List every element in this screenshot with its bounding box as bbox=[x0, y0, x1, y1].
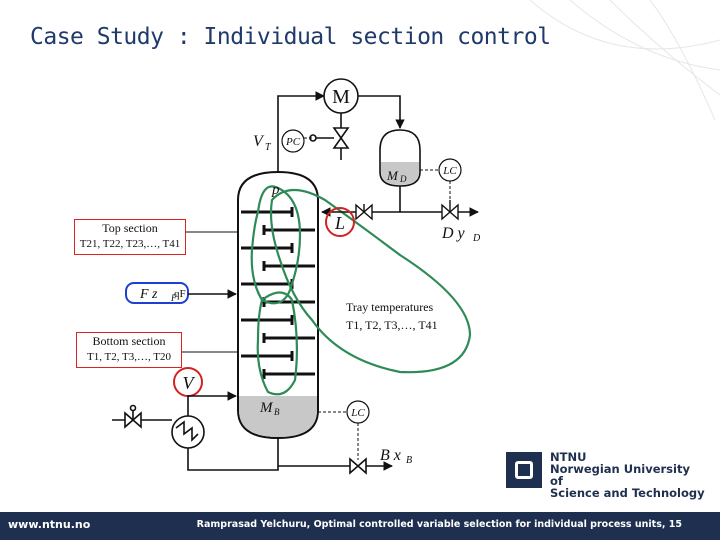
svg-text:L: L bbox=[334, 213, 345, 233]
distillate-valve bbox=[441, 200, 459, 221]
footer-citation: Ramprasad Yelchuru, Optimal controlled v… bbox=[196, 519, 682, 530]
condenser: M bbox=[323, 78, 359, 114]
tray-title: Tray temperatures bbox=[346, 300, 434, 314]
ntnu-logo: NTNU Norwegian University of Science and… bbox=[506, 450, 706, 500]
reflux-l-indicator: L bbox=[325, 207, 355, 237]
ntnu-logo-mark bbox=[506, 452, 542, 488]
top-section-box: Top section T21, T22, T23,…, T41 bbox=[74, 219, 186, 255]
top-section-temps: T21, T22, T23,…, T41 bbox=[79, 238, 181, 250]
feed-qf-box: qF bbox=[174, 288, 186, 300]
md-sub: D bbox=[399, 174, 407, 184]
coolant-line bbox=[309, 113, 350, 160]
reboiler bbox=[112, 391, 279, 471]
bottom-liquid bbox=[239, 396, 317, 437]
condensate-line bbox=[358, 95, 405, 129]
svg-text:LC: LC bbox=[350, 407, 365, 419]
bottom-section-box: Bottom section T1, T2, T3,…, T20 bbox=[76, 332, 182, 368]
md-label: M bbox=[386, 168, 399, 183]
svg-text:V: V bbox=[253, 133, 265, 150]
tray-temperatures-label: Tray temperatures T1, T2, T3,…, T41 bbox=[346, 298, 438, 334]
column-shell bbox=[237, 170, 319, 440]
bottom-section-loop bbox=[256, 291, 298, 396]
footer-bar: www.ntnu.no Ramprasad Yelchuru, Optimal … bbox=[0, 512, 720, 540]
level-controller-top: LC bbox=[420, 158, 462, 200]
reflux-valve bbox=[355, 203, 373, 221]
top-section-title: Top section bbox=[102, 221, 158, 235]
vt-label: V T bbox=[253, 133, 272, 153]
distillate-label: D y D bbox=[441, 225, 481, 244]
boilup-v-indicator: V bbox=[173, 367, 203, 397]
bottom-section-title: Bottom section bbox=[92, 334, 166, 348]
ntnu-logo-text: NTNU Norwegian University of Science and… bbox=[550, 450, 705, 500]
svg-text:D: D bbox=[472, 233, 481, 244]
page-title: Case Study : Individual section control bbox=[30, 24, 551, 50]
condenser-label: M bbox=[332, 86, 350, 108]
pressure-label: p bbox=[271, 182, 280, 198]
feed: F z F qF bbox=[125, 282, 237, 304]
svg-text:F: F bbox=[170, 293, 177, 303]
bottoms-label: B x B bbox=[380, 447, 412, 466]
level-controller-bottom: LC bbox=[318, 400, 370, 460]
top-section-loop bbox=[250, 185, 302, 305]
bottom-section-temps: T1, T2, T3,…, T20 bbox=[86, 351, 172, 363]
svg-text:LC: LC bbox=[442, 165, 457, 177]
bottoms-line bbox=[278, 457, 393, 475]
decorative-curves bbox=[529, 0, 720, 120]
mb-sub: B bbox=[274, 407, 280, 417]
svg-text:PC: PC bbox=[285, 136, 301, 148]
svg-text:F z: F z bbox=[139, 287, 158, 302]
tray-temperature-loop bbox=[269, 188, 472, 374]
svg-text:V: V bbox=[183, 373, 196, 393]
svg-text:B x: B x bbox=[380, 447, 401, 464]
svg-text:B: B bbox=[406, 455, 412, 466]
footer-url: www.ntnu.no bbox=[8, 518, 91, 531]
pressure-controller: PC bbox=[281, 129, 313, 153]
tray-temps: T1, T2, T3,…, T41 bbox=[346, 318, 438, 332]
overhead-vapor-line bbox=[277, 91, 325, 172]
reflux-drum: M D bbox=[379, 129, 421, 187]
svg-text:T: T bbox=[265, 142, 272, 153]
svg-text:D y: D y bbox=[441, 225, 466, 242]
mb-label: M bbox=[259, 400, 274, 416]
